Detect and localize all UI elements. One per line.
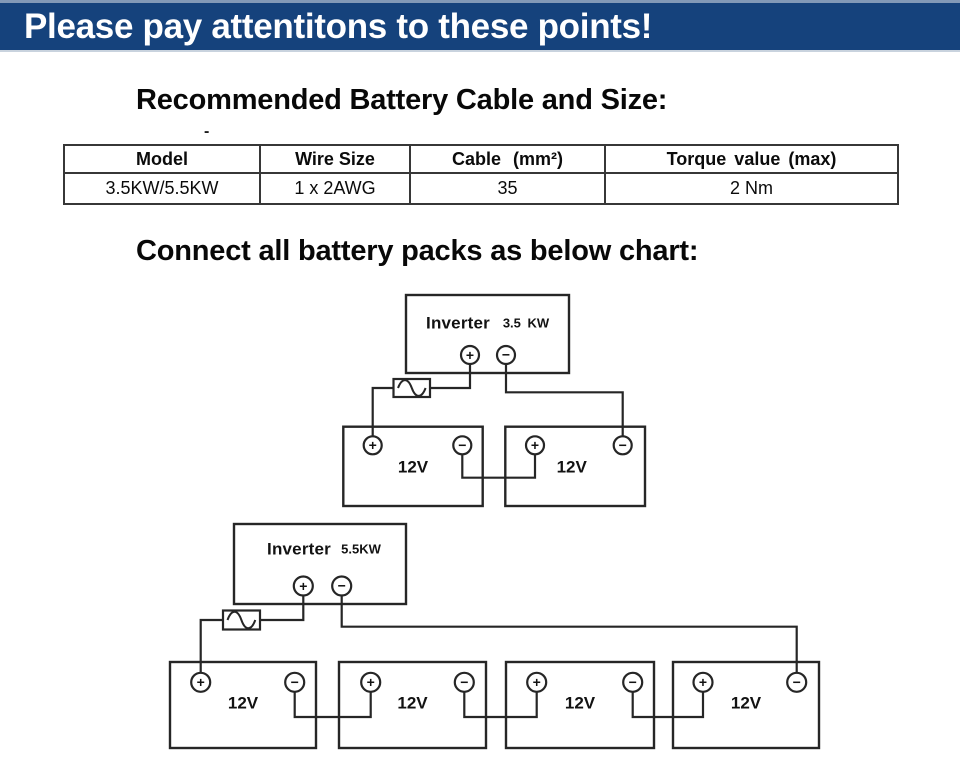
- negative-terminal-icon: [453, 671, 475, 693]
- series-link-wire: [293, 691, 372, 719]
- minus-sign: −: [338, 578, 346, 594]
- plus-sign: +: [369, 437, 377, 453]
- wiring-diagram-3-5kw: + − + − + − Inverter 3.5 KW 12V 12V: [342, 293, 647, 508]
- fuse-icon: [221, 609, 262, 631]
- stray-dash-mark: -: [204, 123, 210, 140]
- positive-terminal-icon: [692, 671, 714, 693]
- battery-label: 12V: [228, 694, 259, 713]
- fuse-icon: [392, 377, 432, 399]
- positive-terminal-icon: [526, 671, 548, 693]
- positive-wire: [371, 386, 394, 437]
- positive-terminal-icon: [362, 435, 383, 456]
- positive-terminal-icon: [524, 435, 546, 456]
- table-row: 3.5KW/5.5KW 1 x 2AWG 35 2 Nm: [63, 172, 899, 205]
- negative-terminal-icon: [331, 575, 353, 597]
- inverter-box: [232, 522, 408, 606]
- cell-cable-mm2: 35: [409, 172, 606, 205]
- positive-wire: [430, 364, 472, 390]
- battery-label: 12V: [397, 694, 428, 713]
- negative-terminal-icon: [622, 671, 644, 693]
- cable-size-table: Model Wire Size Cable (mm²) Torque value…: [63, 144, 899, 205]
- minus-sign: −: [793, 674, 801, 690]
- negative-terminal-icon: [612, 435, 633, 456]
- plus-sign: +: [531, 437, 539, 453]
- inverter-rating-label: 3.5 KW: [503, 316, 550, 331]
- series-link-wire: [461, 454, 537, 479]
- plus-sign: +: [367, 674, 375, 690]
- col-header-torque-value: Torque value (max): [604, 144, 899, 174]
- negative-terminal-icon: [452, 435, 473, 456]
- positive-wire: [260, 595, 305, 622]
- battery-label: 12V: [731, 694, 762, 713]
- negative-terminal-icon: [786, 671, 808, 693]
- col-header-cable-mm2: Cable (mm²): [409, 144, 606, 174]
- series-link-wire: [463, 691, 538, 719]
- inverter-rating-label: 5.5KW: [341, 542, 381, 557]
- positive-terminal-icon: [360, 671, 382, 693]
- title-banner: Please pay attentitons to these points!: [0, 0, 960, 52]
- plus-sign: +: [699, 674, 707, 690]
- battery-label: 12V: [398, 458, 429, 477]
- wiring-diagram-5-5kw: + − + − + − + − + − Inverter 5.5KW 12V 1…: [168, 522, 821, 750]
- cell-wire-size: 1 x 2AWG: [259, 172, 411, 205]
- cell-torque-value: 2 Nm: [604, 172, 899, 205]
- minus-sign: −: [291, 674, 299, 690]
- minus-sign: −: [458, 437, 466, 453]
- plus-sign: +: [466, 347, 474, 363]
- minus-sign: −: [460, 674, 468, 690]
- plus-sign: +: [533, 674, 541, 690]
- positive-terminal-icon: [292, 575, 314, 597]
- series-link-wire: [631, 691, 705, 719]
- negative-wire: [504, 364, 624, 437]
- positive-wire: [199, 618, 223, 673]
- battery-label: 12V: [565, 694, 596, 713]
- minus-sign: −: [629, 674, 637, 690]
- battery-label: 12V: [557, 458, 588, 477]
- negative-wire: [340, 596, 798, 673]
- cell-model: 3.5KW/5.5KW: [63, 172, 261, 205]
- inverter-box: [404, 293, 571, 375]
- col-header-model: Model: [63, 144, 261, 174]
- cable-size-heading: Recommended Battery Cable and Size:: [136, 84, 668, 116]
- col-header-wire-size: Wire Size: [259, 144, 411, 174]
- banner-title: Please pay attentitons to these points!: [24, 6, 653, 46]
- plus-sign: +: [299, 578, 307, 594]
- inverter-label: Inverter: [267, 540, 331, 559]
- positive-terminal-icon: [459, 344, 481, 366]
- minus-sign: −: [502, 347, 510, 363]
- minus-sign: −: [619, 437, 627, 453]
- inverter-label: Inverter: [426, 314, 490, 333]
- connect-packs-heading: Connect all battery packs as below chart…: [136, 235, 699, 267]
- negative-terminal-icon: [495, 344, 517, 366]
- plus-sign: +: [197, 674, 205, 690]
- table-header-row: Model Wire Size Cable (mm²) Torque value…: [63, 144, 899, 174]
- positive-terminal-icon: [190, 671, 212, 693]
- negative-terminal-icon: [284, 671, 306, 693]
